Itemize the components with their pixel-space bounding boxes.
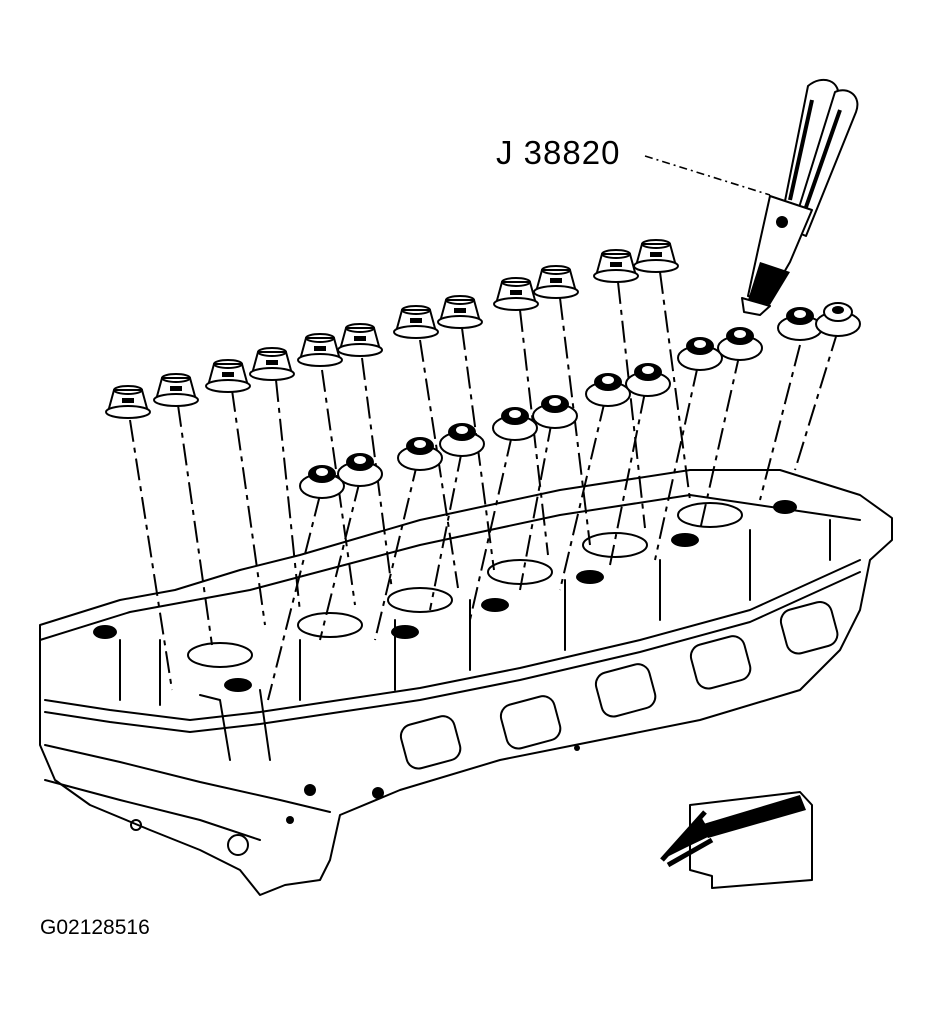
seal-installer-pliers	[741, 78, 859, 316]
alignment-lines	[129, 271, 839, 701]
cylinder-head	[39, 469, 893, 896]
valve-spring-seats-lower	[299, 302, 861, 499]
exhaust-ports	[399, 600, 839, 770]
bolt-holes	[130, 745, 580, 856]
figure-id-label: G02128516	[40, 916, 150, 939]
front-direction-arrow	[660, 791, 813, 889]
tool-leader-line	[644, 155, 771, 196]
valve-pockets	[93, 500, 797, 692]
tool-number-label: J 38820	[496, 134, 621, 171]
valve-stem-seals-upper	[105, 239, 679, 419]
